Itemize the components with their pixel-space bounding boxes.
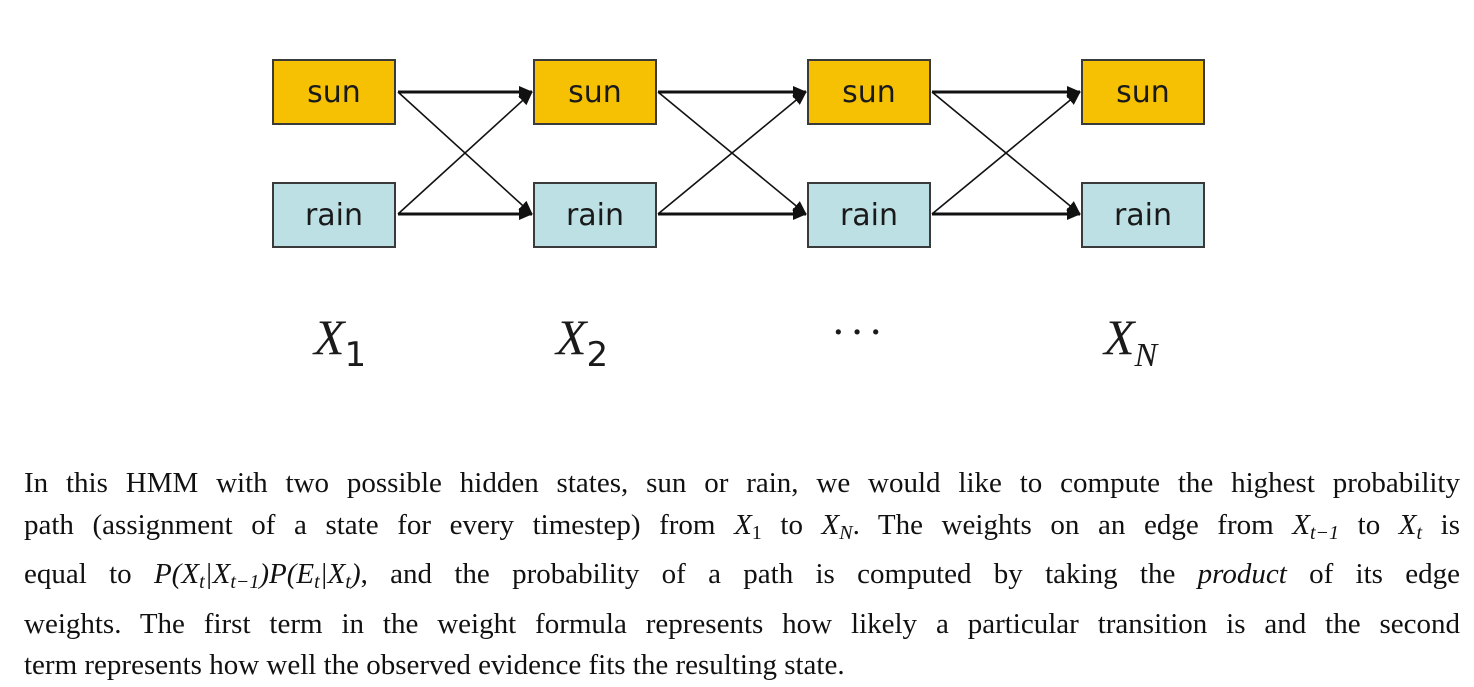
state-node-sun-3: sun — [807, 59, 931, 125]
state-node-rain-2: rain — [533, 182, 657, 248]
timestep-label-x1: X1 — [314, 309, 367, 375]
paragraph-line-2: path (assignment of a state for every ti… — [24, 508, 1461, 544]
paragraph-line-5: term represents how well the observed ev… — [24, 649, 845, 681]
arrow-rain1-sun2 — [397, 91, 533, 215]
weight-formula: P(Xt|Xt−1)P(Et|Xt) — [153, 558, 361, 593]
hmm-trellis-diagram: sun rain sun rain sun rain sun rain X1 X… — [272, 59, 1205, 375]
timestep-ellipsis: ··· — [832, 310, 889, 356]
paragraph-line-3: equal to P(Xt|Xt−1)P(Et|Xt), and the pro… — [24, 558, 1460, 593]
timestep-label-x2: X2 — [556, 309, 609, 375]
arrow-rain3-sun4 — [931, 91, 1081, 215]
state-node-rain-3: rain — [807, 182, 931, 248]
hmm-description-paragraph: In this HMM with two possible hidden sta… — [24, 463, 1460, 687]
paragraph-line-4: weights. The first term in the weight fo… — [24, 607, 1460, 640]
timestep-label-xn: XN — [1104, 309, 1158, 374]
state-node-rain-4: rain — [1081, 182, 1205, 248]
state-node-rain-1: rain — [272, 182, 396, 248]
transition-arrows — [397, 86, 1081, 220]
state-node-sun-1: sun — [272, 59, 396, 125]
state-node-sun-2: sun — [533, 59, 657, 125]
state-node-sun-4: sun — [1081, 59, 1205, 125]
paragraph-line-1: In this HMM with two possible hidden sta… — [24, 467, 1460, 499]
arrow-rain2-sun3 — [657, 91, 807, 215]
